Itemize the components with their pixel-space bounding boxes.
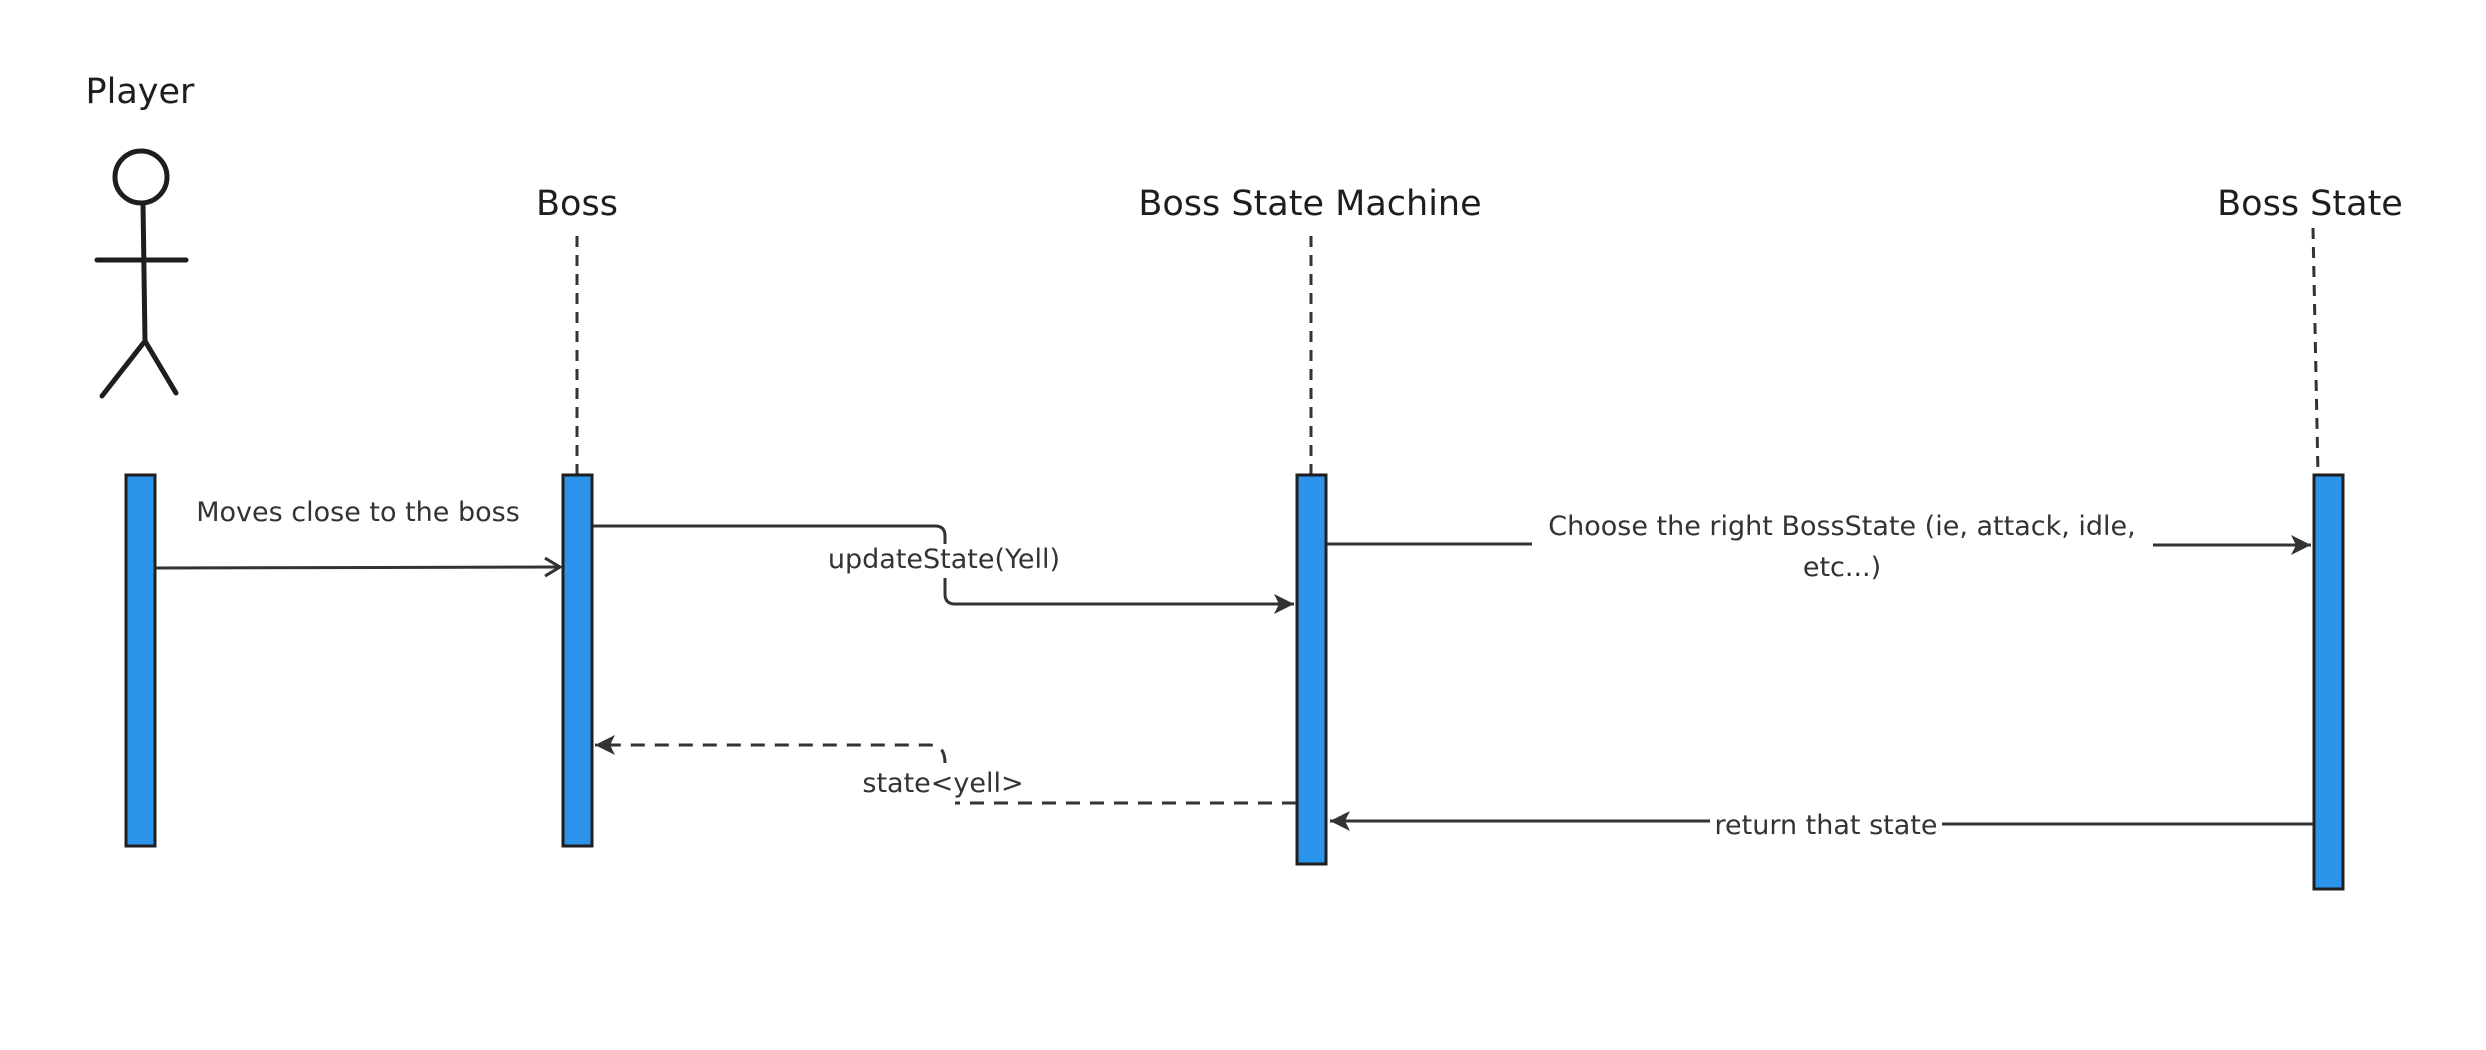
message-return-state-label: return that state: [1715, 810, 1938, 841]
message-state-yell-label: state<yell>: [862, 768, 1023, 799]
message-moves-close-arrow: [155, 556, 563, 578]
player-actor-icon: [94, 148, 189, 399]
message-choose-state-label-line2: etc...): [1803, 552, 1881, 583]
message-update-state-arrow: [593, 524, 1294, 604]
boss-activation-bar: [561, 473, 594, 848]
message-moves-close-label: Moves close to the boss: [196, 497, 520, 528]
participant-boss-state-label: Boss State: [2217, 184, 2403, 224]
message-update-state-label: updateState(Yell): [828, 544, 1060, 575]
participant-state-machine-label: Boss State Machine: [1138, 184, 1481, 224]
message-state-yell-arrow: [595, 745, 1296, 805]
boss-state-activation-bar: [2312, 473, 2345, 891]
participant-player-label: Player: [86, 72, 196, 112]
participant-boss-label: Boss: [536, 184, 618, 224]
boss-state-lifeline: [2311, 227, 2320, 476]
player-activation-bar: [124, 473, 157, 848]
state-machine-activation-bar: [1295, 473, 1328, 866]
message-choose-state-label-line1: Choose the right BossState (ie, attack, …: [1548, 511, 2135, 542]
